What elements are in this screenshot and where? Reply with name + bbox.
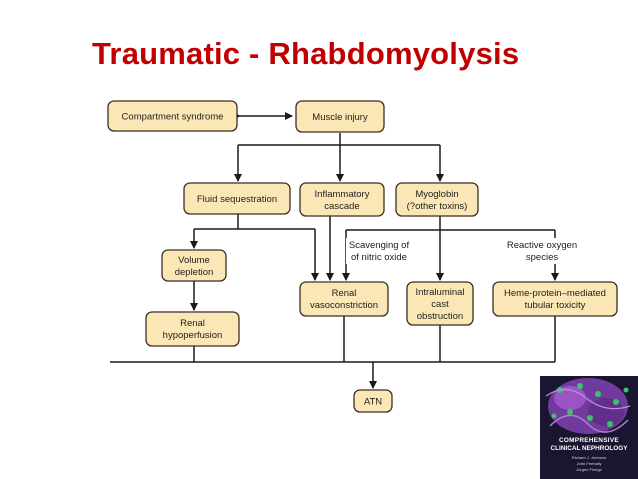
book-cover-image: COMPREHENSIVE CLINICAL NEPHROLOGY Richar…	[540, 376, 638, 479]
box-label: vasoconstriction	[310, 300, 378, 311]
box-fluid-sequestration: Fluid sequestration	[183, 182, 291, 215]
book-title-line1: COMPREHENSIVE	[558, 437, 619, 444]
box-label: Volume	[178, 255, 210, 266]
box-label: Heme-protein–mediated	[504, 288, 606, 299]
box-atn: ATN	[353, 389, 393, 413]
label-reactive-oxygen-species: Reactive oxygen species	[500, 238, 584, 264]
box-label: Renal	[180, 318, 205, 329]
box-label: (?other toxins)	[407, 201, 468, 212]
box-label: Myoglobin	[415, 189, 458, 200]
box-label: hypoperfusion	[163, 330, 223, 341]
box-label: tubular toxicity	[525, 300, 586, 311]
box-label: Muscle injury	[312, 112, 368, 123]
box-label: Fluid sequestration	[197, 194, 277, 205]
label-line: species	[526, 252, 558, 263]
box-myoglobin: Myoglobin (?other toxins)	[395, 182, 479, 217]
book-title-line2: CLINICAL NEPHROLOGY	[550, 445, 628, 452]
book-author: Jürgen Floege	[576, 467, 602, 472]
box-label: Renal	[332, 288, 357, 299]
box-muscle-injury: Muscle injury	[295, 100, 385, 133]
slide-title: Traumatic - Rhabdomyolysis	[92, 36, 520, 71]
box-compartment-syndrome: Compartment syndrome	[107, 100, 238, 132]
box-volume-depletion: Volume depletion	[161, 249, 227, 282]
box-label: Inflammatory	[315, 189, 370, 200]
box-intraluminal-cast-obstruction: Intraluminal cast obstruction	[406, 281, 474, 326]
box-renal-hypoperfusion: Renal hypoperfusion	[145, 311, 240, 347]
box-heme-protein-toxicity: Heme-protein–mediated tubular toxicity	[492, 281, 618, 317]
box-label: cascade	[324, 201, 359, 212]
box-label: Intraluminal	[415, 287, 464, 298]
box-label: depletion	[175, 267, 214, 278]
connectors	[110, 112, 559, 389]
book-author: John Feehally	[576, 461, 602, 466]
box-label: obstruction	[417, 311, 463, 322]
label-line: Reactive oxygen	[507, 240, 577, 251]
book-author: Richard J. Johnson	[571, 455, 607, 460]
label-line: of nitric oxide	[351, 252, 407, 263]
book-cover-art	[540, 376, 638, 479]
label-line: Scavenging of	[349, 240, 410, 251]
box-label: cast	[431, 299, 449, 310]
box-inflammatory-cascade: Inflammatory cascade	[299, 182, 385, 217]
box-label: ATN	[364, 397, 382, 408]
label-scavenging-nitric-oxide: Scavenging of of nitric oxide	[346, 238, 412, 264]
box-label: Compartment syndrome	[122, 112, 224, 123]
box-renal-vasoconstriction: Renal vasoconstriction	[299, 281, 389, 317]
